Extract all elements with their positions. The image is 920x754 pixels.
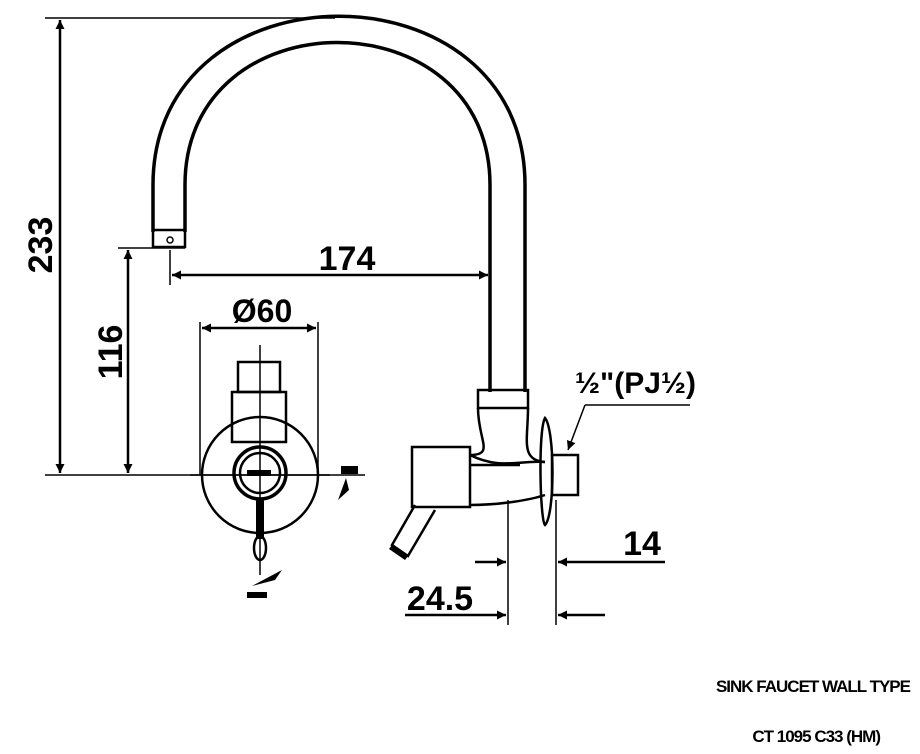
dim-174-label: 174 [319, 240, 376, 278]
front-view: Ø60 [190, 293, 358, 598]
close-arrow-icon [252, 570, 282, 586]
open-arrow-icon [338, 478, 349, 500]
open-mark-icon [341, 466, 358, 474]
dimension-233: 233 [22, 17, 365, 476]
thread-spec-label: ½"(PJ½) [575, 367, 696, 400]
product-type-label: SINK FAUCET WALL TYPE [716, 677, 911, 696]
side-view [389, 388, 580, 560]
thread-callout: ½"(PJ½) [566, 367, 696, 451]
dimension-174: 174 [169, 240, 488, 285]
dim-14-label: 14 [623, 525, 661, 563]
spout [151, 14, 527, 392]
dim-24-5-label: 24.5 [407, 580, 473, 618]
dimension-116: 116 [92, 247, 185, 473]
dimension-14: 14 [475, 500, 665, 625]
dim-diameter-60-label: Ø60 [232, 293, 292, 329]
dim-233-label: 233 [22, 217, 60, 274]
dimension-24-5: 24.5 [405, 580, 605, 620]
dim-116-label: 116 [92, 325, 130, 380]
close-mark-icon [247, 592, 267, 598]
model-code-label: CT 1095 C33 (HM) [752, 727, 880, 746]
